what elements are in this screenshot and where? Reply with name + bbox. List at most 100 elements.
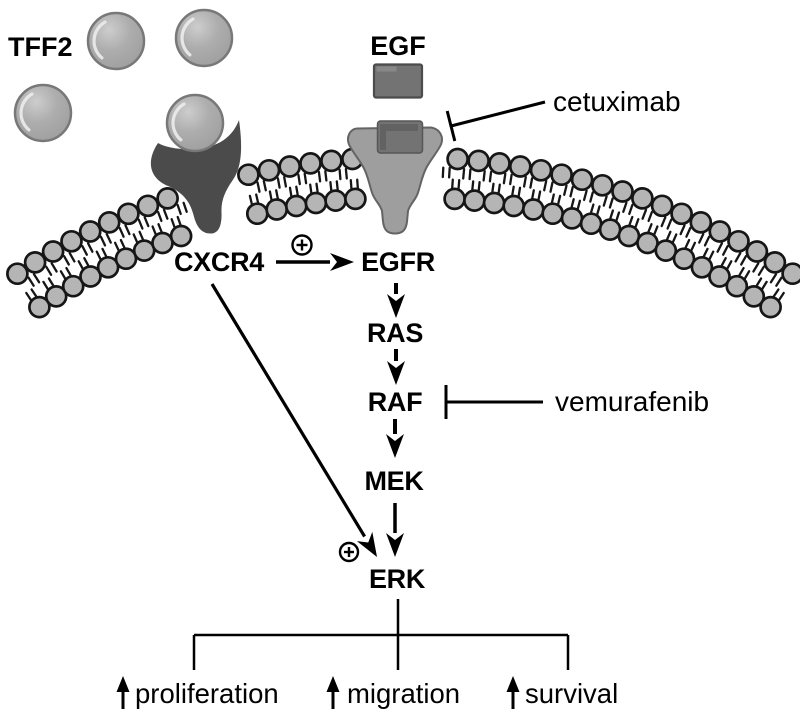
lipid-tail [543, 179, 548, 192]
lipid-head [598, 218, 622, 241]
lipid-tail [777, 291, 785, 303]
egf-highlight [376, 66, 397, 72]
lipid-tail [628, 203, 634, 216]
lipid-tail [707, 250, 715, 262]
lipid-tail [315, 182, 319, 195]
lipid-head [60, 229, 83, 253]
lipid-head [708, 265, 731, 288]
lipid-tail [683, 238, 691, 250]
lipid-tail [441, 166, 445, 179]
lipid-head [324, 189, 347, 212]
lipid-head [689, 211, 713, 234]
lipid-tail [589, 203, 595, 215]
lipid-head [446, 147, 469, 171]
outcome-bracket [192, 599, 570, 670]
lipid-head [61, 274, 85, 298]
lipid-head [763, 251, 787, 274]
lipid-tail [647, 210, 654, 223]
lipid-tail [143, 216, 150, 228]
lipid-head [550, 163, 573, 187]
cetuximab-label: cetuximab [553, 86, 681, 117]
lipid-head [265, 198, 289, 221]
tff2-molecule [174, 8, 234, 68]
lipid-tail [170, 218, 177, 230]
lipid-tail [722, 245, 729, 256]
lipid-head [742, 285, 766, 308]
lipid-tail [276, 177, 281, 189]
lipid-head [579, 212, 603, 236]
lipid-tail [488, 170, 493, 183]
lipid-head [299, 152, 322, 175]
lipid-tail [256, 181, 261, 193]
raf-label: RAF [368, 387, 423, 417]
lipid-head [6, 262, 29, 286]
lipid-tail [752, 262, 760, 273]
lipid-tail [309, 183, 313, 196]
lipid-head [508, 155, 532, 178]
up-arrow-icon [326, 676, 340, 709]
plus-activation-icon [291, 234, 313, 256]
lipid-tail [689, 241, 697, 253]
lipid-tail [734, 251, 742, 263]
lipid-tail [349, 179, 353, 191]
lipid-tail [47, 277, 56, 288]
lipid-head [97, 211, 121, 234]
cetuximab-inhibition-bar-icon [445, 110, 457, 142]
lipid-tail [268, 190, 273, 202]
tff2-molecule [86, 11, 146, 71]
lipid-tail [297, 173, 301, 186]
lipid-tail [537, 190, 542, 202]
tff2-label: TFF2 [8, 32, 73, 62]
lipid-tail [317, 170, 322, 183]
lipid-tail [450, 178, 454, 191]
mek-label: MEK [364, 466, 424, 496]
lipid-head [670, 202, 693, 226]
lipid-tail [329, 180, 333, 193]
lipid-head [28, 295, 51, 319]
up-arrow-icon [116, 676, 130, 709]
lipid-tail [510, 185, 515, 198]
lipid-tail [563, 184, 568, 196]
lipid-tail [81, 245, 88, 256]
lipid-head [304, 191, 328, 215]
lipid-tail [679, 224, 686, 236]
lipid-tail [62, 255, 70, 266]
lipid-tail [86, 242, 94, 253]
lipid-head [23, 251, 47, 274]
lipid-head [278, 155, 302, 178]
cxcr4-to-erk-arrow [210, 283, 378, 558]
lipid-tail [344, 167, 348, 180]
lipid-tail [482, 169, 486, 182]
lipid-tail [77, 260, 85, 271]
outcome-proliferation-label: proliferation [135, 678, 279, 709]
lipid-tail [288, 186, 293, 199]
lipid-head [41, 240, 65, 263]
cell-membrane [6, 147, 800, 319]
lipid-tail [182, 201, 188, 213]
lipid-head [136, 194, 160, 218]
lipid-head [245, 202, 269, 226]
lipid-tail [132, 233, 139, 245]
lipid-head [467, 149, 490, 173]
lipid-tail [324, 169, 328, 182]
lipid-head [320, 149, 343, 173]
outcome-migration-label: migration [347, 678, 460, 709]
lipid-tail [335, 180, 339, 193]
lipid-head [560, 207, 584, 230]
lipid-tail [162, 208, 169, 220]
lipid-tail [685, 226, 692, 238]
lipid-tail [702, 247, 709, 259]
lipid-tail [248, 194, 254, 207]
lipid-tail [769, 273, 778, 284]
lipid-tail [589, 191, 594, 203]
egf-label: EGF [370, 31, 426, 61]
lipid-tail [151, 225, 158, 237]
lipid-tail [27, 276, 35, 287]
lipid-tail [703, 235, 711, 247]
lipid-tail [119, 238, 127, 250]
lipid-head [529, 158, 553, 182]
lipid-tail [457, 179, 461, 191]
lipid-head [156, 187, 179, 210]
plus-activation-icon [338, 541, 360, 563]
